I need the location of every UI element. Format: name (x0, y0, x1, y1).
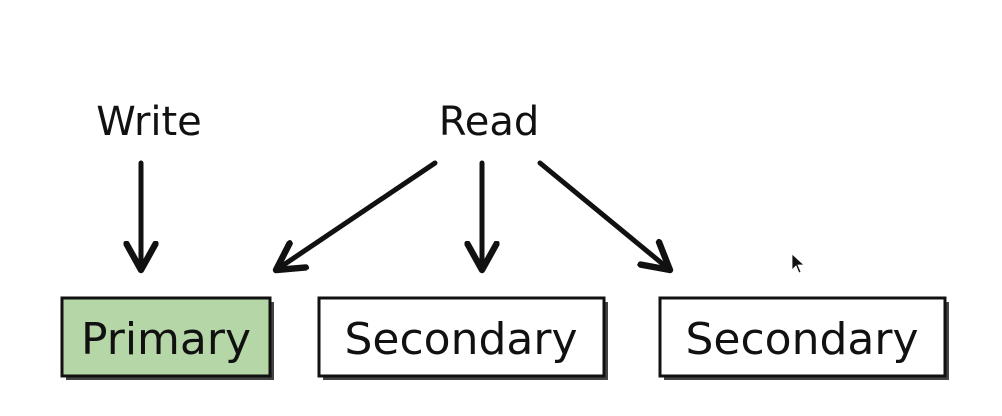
read-label: Read (439, 99, 540, 145)
secondary-node-2-box (658, 296, 947, 378)
secondary-node-1: Secondary (317, 296, 608, 380)
primary-node-label: Primary (81, 314, 251, 365)
secondary-node-1-label: Secondary (344, 314, 577, 365)
secondary-node-2-label: Secondary (685, 314, 918, 365)
read-to-primary-arrow (276, 160, 438, 270)
primary-node: Primary (60, 296, 274, 380)
mouse-pointer-icon (791, 253, 806, 274)
primary-node-box (60, 296, 272, 378)
secondary-node-1-box (317, 296, 606, 378)
secondary-node-2: Secondary (658, 296, 949, 380)
read-to-secondary-2-arrow (537, 160, 670, 270)
write-label: Write (96, 99, 202, 145)
